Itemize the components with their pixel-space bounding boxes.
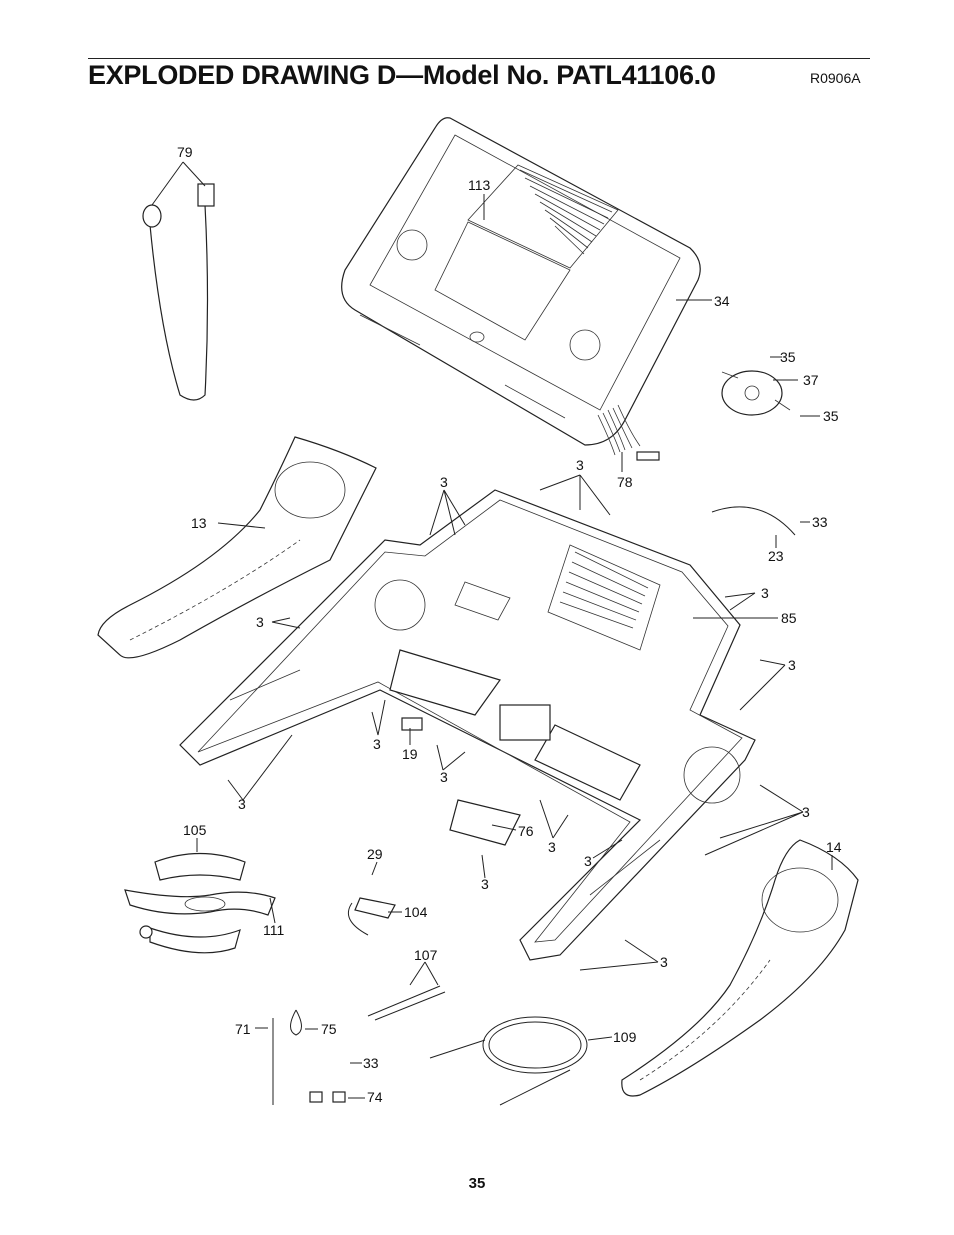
callout-23: 23: [768, 548, 784, 564]
callout-3-left-top: 3: [440, 474, 448, 490]
callout-3-left-mid: 3: [256, 614, 264, 630]
callout-3-right-bottom: 3: [660, 954, 668, 970]
callout-35-upper: 35: [780, 349, 796, 365]
key-clip-part: [142, 183, 215, 401]
callout-3-left-bottom: 3: [238, 796, 246, 812]
bracket-part: [348, 897, 396, 936]
callout-109: 109: [613, 1029, 637, 1045]
callout-3-center-3: 3: [481, 876, 489, 892]
callout-3-right-3: 3: [802, 804, 810, 820]
callout-33-top: 33: [812, 514, 828, 530]
callout-74: 74: [367, 1089, 383, 1105]
callout-34: 34: [714, 293, 730, 309]
chest-pulse-strap-part: [124, 852, 276, 954]
callout-3-center-1: 3: [548, 839, 556, 855]
callout-85: 85: [781, 610, 797, 626]
callout-78: 78: [617, 474, 633, 490]
callout-3-top: 3: [576, 457, 584, 473]
callout-35-lower: 35: [823, 408, 839, 424]
callout-37: 37: [803, 372, 819, 388]
callout-3-center-2: 3: [584, 853, 592, 869]
callout-76: 76: [518, 823, 534, 839]
leader-lines: [151, 161, 833, 1099]
callout-107: 107: [414, 947, 438, 963]
wire-part: [711, 506, 796, 536]
page-number: 35: [468, 1175, 486, 1192]
callout-3-mid-a: 3: [373, 736, 381, 752]
callout-3-right-1: 3: [761, 585, 769, 601]
callout-104: 104: [404, 904, 428, 920]
callout-71: 71: [235, 1021, 251, 1037]
callout-29: 29: [367, 846, 383, 862]
callout-3-mid-b: 3: [440, 769, 448, 785]
callout-33-bottom: 33: [363, 1055, 379, 1071]
left-handrail-cover-part: [97, 436, 377, 659]
callout-75: 75: [321, 1021, 337, 1037]
callout-13: 13: [191, 515, 207, 531]
console-base-part: [179, 489, 756, 961]
right-handrail-cover-part: [621, 839, 859, 1097]
console-cover-part: [341, 117, 701, 461]
callout-79: 79: [177, 144, 193, 160]
ties-part: [272, 985, 446, 1105]
callout-105: 105: [183, 822, 207, 838]
callout-113: 113: [468, 177, 491, 193]
page-title: EXPLODED DRAWING D—Model No. PATL41106.0: [88, 60, 716, 90]
drawing-code: R0906A: [810, 70, 861, 86]
callout-3-right-2: 3: [788, 657, 796, 673]
fan-part: [721, 370, 791, 416]
callout-14: 14: [826, 839, 842, 855]
callout-111: 111: [263, 922, 284, 938]
cable-part: [429, 1016, 588, 1106]
callout-19: 19: [402, 746, 418, 762]
header-rule: [88, 58, 870, 59]
